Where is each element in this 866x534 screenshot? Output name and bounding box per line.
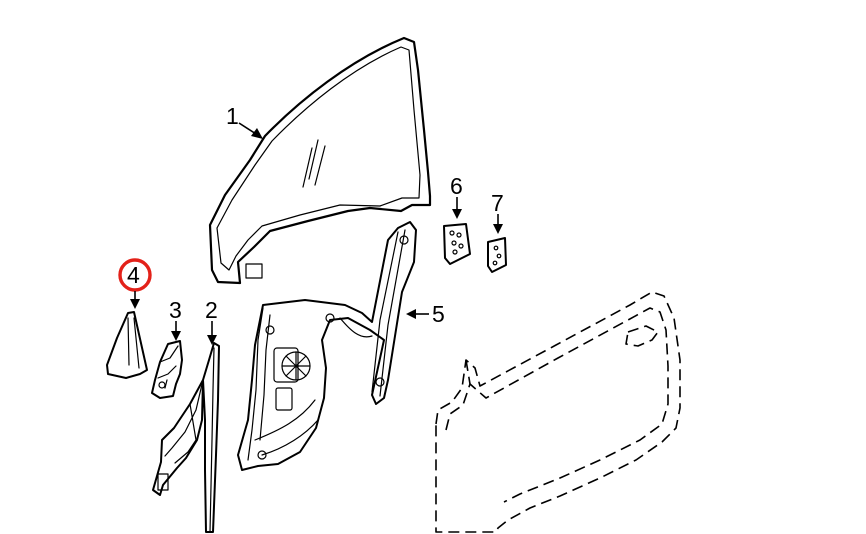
callout-7: 7: [491, 190, 504, 234]
callout-2: 2: [205, 297, 218, 345]
callout-3: 3: [169, 297, 182, 341]
callout-4: 4: [118, 258, 152, 309]
callout-label-2: 2: [205, 297, 218, 323]
window-channel-part[interactable]: [152, 342, 220, 533]
arrow-5: [406, 309, 416, 319]
callout-label-4: 4: [127, 262, 140, 288]
callout-label-3: 3: [169, 297, 182, 323]
arrow-7: [493, 224, 503, 234]
door-glass-part[interactable]: [208, 36, 432, 285]
callout-6: 6: [450, 173, 463, 219]
door-outline-reference: [435, 291, 681, 533]
highlight-ring: [118, 258, 152, 292]
arrow-3: [171, 331, 181, 341]
arrow-1: [251, 128, 263, 139]
callout-5: 5: [406, 301, 445, 327]
callout-label-7: 7: [491, 190, 504, 216]
callout-1: 1: [226, 103, 263, 139]
arrow-4: [130, 299, 140, 309]
callout-label-5: 5: [432, 301, 445, 327]
window-regulator-part[interactable]: [237, 221, 417, 471]
arrow-2: [207, 335, 217, 345]
callout-label-1: 1: [226, 103, 239, 129]
callout-label-6: 6: [450, 173, 463, 199]
bracket-plate-7-part[interactable]: [487, 237, 507, 273]
arrow-6: [452, 209, 462, 219]
leader-line-1: [238, 122, 257, 135]
trim-cover-part[interactable]: [106, 311, 148, 379]
mirror-bracket-part[interactable]: [151, 340, 183, 399]
bracket-plate-6-part[interactable]: [443, 223, 471, 265]
